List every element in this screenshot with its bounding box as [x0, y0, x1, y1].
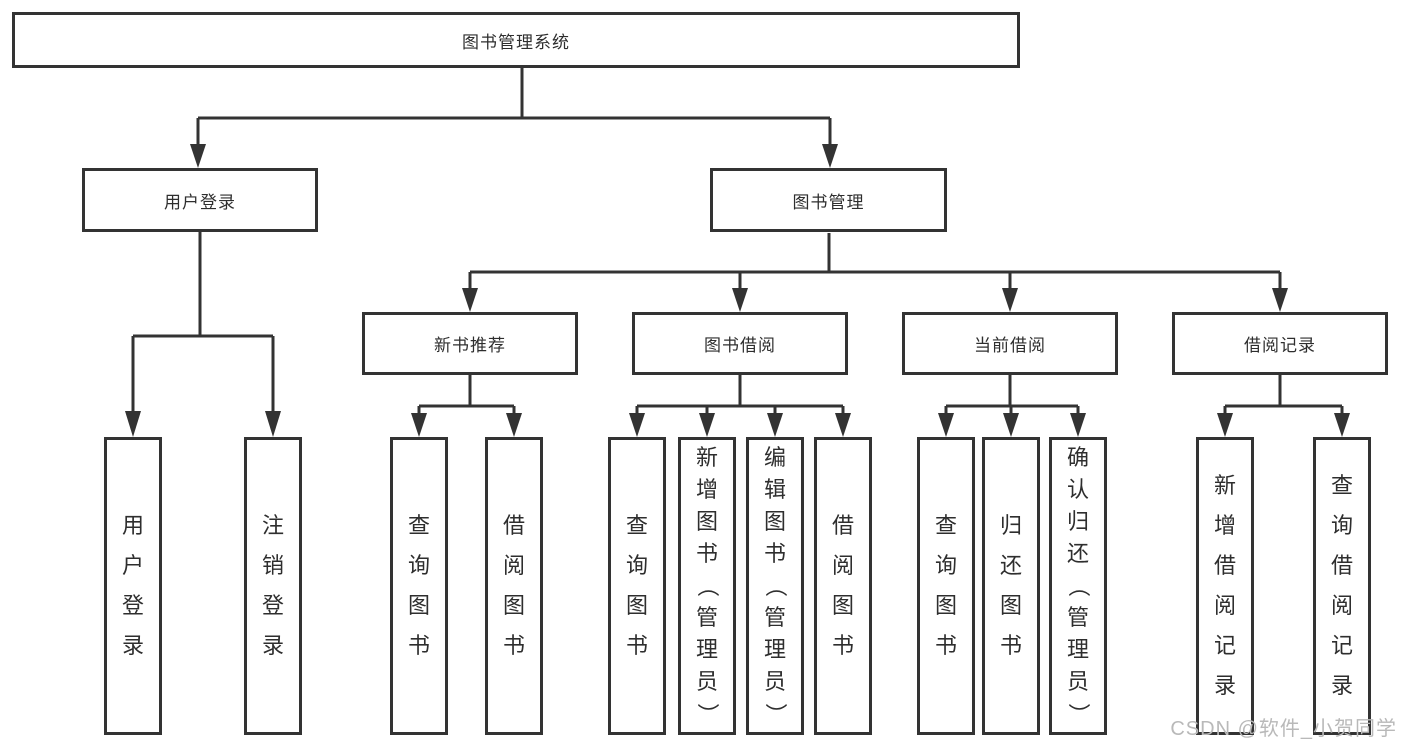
node-label: 图书管理系统: [462, 32, 570, 52]
connector-current-borrow-to-leaves: [938, 375, 1086, 437]
leaf-label: 查询图书: [407, 513, 430, 658]
leaf-label: 编辑图书（管理员）: [762, 445, 788, 726]
leaf-label: 用户登录: [121, 513, 144, 658]
leaf-label: 确认归还（管理员）: [1065, 445, 1091, 726]
leaf-label: 新增借阅记录: [1213, 473, 1236, 698]
leaf-borrow-books: 借阅图书: [814, 437, 872, 735]
node-label: 借阅记录: [1244, 336, 1316, 355]
node-book-management: 图书管理: [710, 168, 947, 232]
node-book-borrow: 图书借阅: [632, 312, 848, 375]
node-label: 图书管理: [792, 192, 865, 212]
node-label: 新书推荐: [434, 336, 506, 355]
connector-user-login-to-leaves: [125, 232, 281, 437]
connector-book-management-to-level3: [462, 233, 1288, 312]
connector-borrow-records-to-leaves: [1217, 375, 1350, 437]
leaf-return-books: 归还图书: [982, 437, 1040, 735]
leaf-label: 借阅图书: [502, 513, 525, 658]
connector-new-book-recommend-to-leaves: [411, 375, 522, 437]
node-borrow-records: 借阅记录: [1172, 312, 1388, 375]
leaf-label: 查询借阅记录: [1330, 473, 1353, 698]
leaf-query-books-borrow: 查询图书: [608, 437, 666, 735]
node-label: 图书借阅: [704, 336, 776, 355]
node-library-management-system: 图书管理系统: [12, 12, 1020, 68]
node-label: 当前借阅: [974, 336, 1046, 355]
leaf-query-books-recommend: 查询图书: [390, 437, 448, 735]
connector-book-borrow-to-leaves: [629, 375, 851, 437]
leaf-add-books-admin: 新增图书（管理员）: [678, 437, 736, 735]
leaf-user-login: 用户登录: [104, 437, 162, 735]
leaf-borrow-books-recommend: 借阅图书: [485, 437, 543, 735]
leaf-confirm-return-admin: 确认归还（管理员）: [1049, 437, 1107, 735]
watermark: CSDN @软件_小贺同学: [1170, 718, 1397, 740]
node-label: 用户登录: [164, 192, 236, 212]
leaf-label: 借阅图书: [831, 513, 854, 658]
leaf-label: 查询图书: [625, 513, 648, 658]
leaf-logout: 注销登录: [244, 437, 302, 735]
leaf-label: 新增图书（管理员）: [694, 445, 720, 726]
leaf-add-borrow-record: 新增借阅记录: [1196, 437, 1254, 735]
leaf-label: 查询图书: [934, 513, 957, 658]
leaf-edit-books-admin: 编辑图书（管理员）: [746, 437, 804, 735]
node-new-book-recommend: 新书推荐: [362, 312, 578, 375]
connector-root-to-level2: [190, 68, 838, 168]
node-current-borrow: 当前借阅: [902, 312, 1118, 375]
leaf-query-borrow-record: 查询借阅记录: [1313, 437, 1371, 735]
node-user-login: 用户登录: [82, 168, 318, 232]
leaf-label: 注销登录: [261, 513, 284, 658]
leaf-label: 归还图书: [999, 513, 1022, 658]
leaf-query-books-current: 查询图书: [917, 437, 975, 735]
